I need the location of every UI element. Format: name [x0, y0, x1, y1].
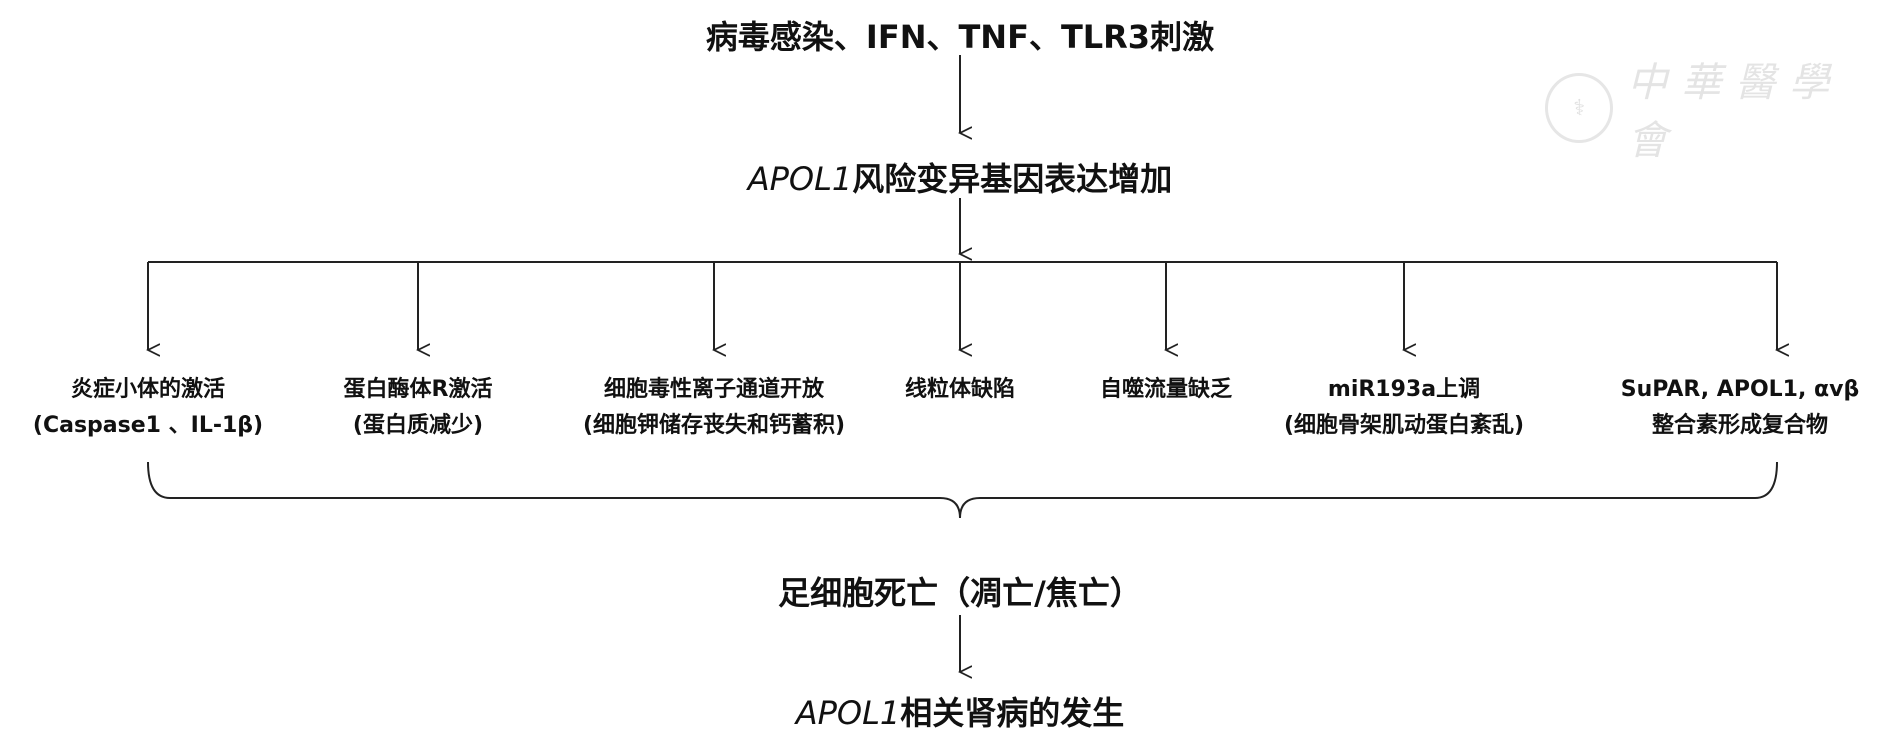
mechanism-line1: SuPAR, APOL1, αvβ — [1620, 377, 1860, 402]
watermark-text: 中華醫學會 — [1627, 60, 1844, 164]
mechanism-line2: (蛋白质减少) — [352, 413, 484, 438]
gene-name: APOL1 — [795, 694, 901, 732]
seal-logo-icon: ⚕ — [1545, 73, 1614, 143]
podocyte-death: 足细胞死亡（凋亡/焦亡） — [778, 574, 1142, 612]
mechanism-line2: (细胞钾储存丧失和钙蓄积) — [582, 413, 846, 438]
mechanism-line1: 自噬流量缺乏 — [1099, 377, 1233, 402]
disease-text: 相关肾病的发生 — [900, 694, 1125, 732]
trigger-title: 病毒感染、IFN、TNF、TLR3刺激 — [705, 18, 1215, 56]
mechanism-line2: (Caspase1 、IL-1β) — [32, 413, 264, 438]
mechanism-line1: miR193a上调 — [1327, 377, 1481, 402]
watermark: ⚕ 中華醫學會 — [1545, 50, 1890, 166]
mechanism-line1: 炎症小体的激活 — [70, 377, 226, 402]
mechanism-line1: 线粒体缺陷 — [904, 377, 1016, 402]
mechanism-label: 自噬流量缺乏 — [1100, 372, 1232, 408]
expression-text: 风险变异基因表达增加 — [852, 160, 1173, 198]
mechanism-line2: (细胞骨架肌动蛋白紊乱) — [1283, 413, 1525, 438]
apol1-disease: APOL1相关肾病的发生 — [796, 688, 1125, 734]
mechanism-label: SuPAR, APOL1, αvβ 整合素形成复合物 — [1621, 372, 1859, 444]
mechanism-label: 线粒体缺陷 — [905, 372, 1015, 408]
brace — [147, 461, 1778, 519]
apol1-expression: APOL1风险变异基因表达增加 — [748, 154, 1173, 200]
mechanism-label: 蛋白酶体R激活 (蛋白质减少) — [344, 372, 493, 444]
mechanism-line1: 细胞毒性离子通道开放 — [603, 377, 824, 402]
mechanism-label: miR193a上调 (细胞骨架肌动蛋白紊乱) — [1284, 372, 1524, 444]
mechanism-line2: 整合素形成复合物 — [1651, 413, 1828, 438]
mechanism-line1: 蛋白酶体R激活 — [343, 377, 493, 402]
gene-name: APOL1 — [747, 160, 853, 198]
mechanism-label: 炎症小体的激活 (Caspase1 、IL-1β) — [33, 372, 263, 444]
mechanism-label: 细胞毒性离子通道开放 (细胞钾储存丧失和钙蓄积) — [583, 372, 845, 444]
